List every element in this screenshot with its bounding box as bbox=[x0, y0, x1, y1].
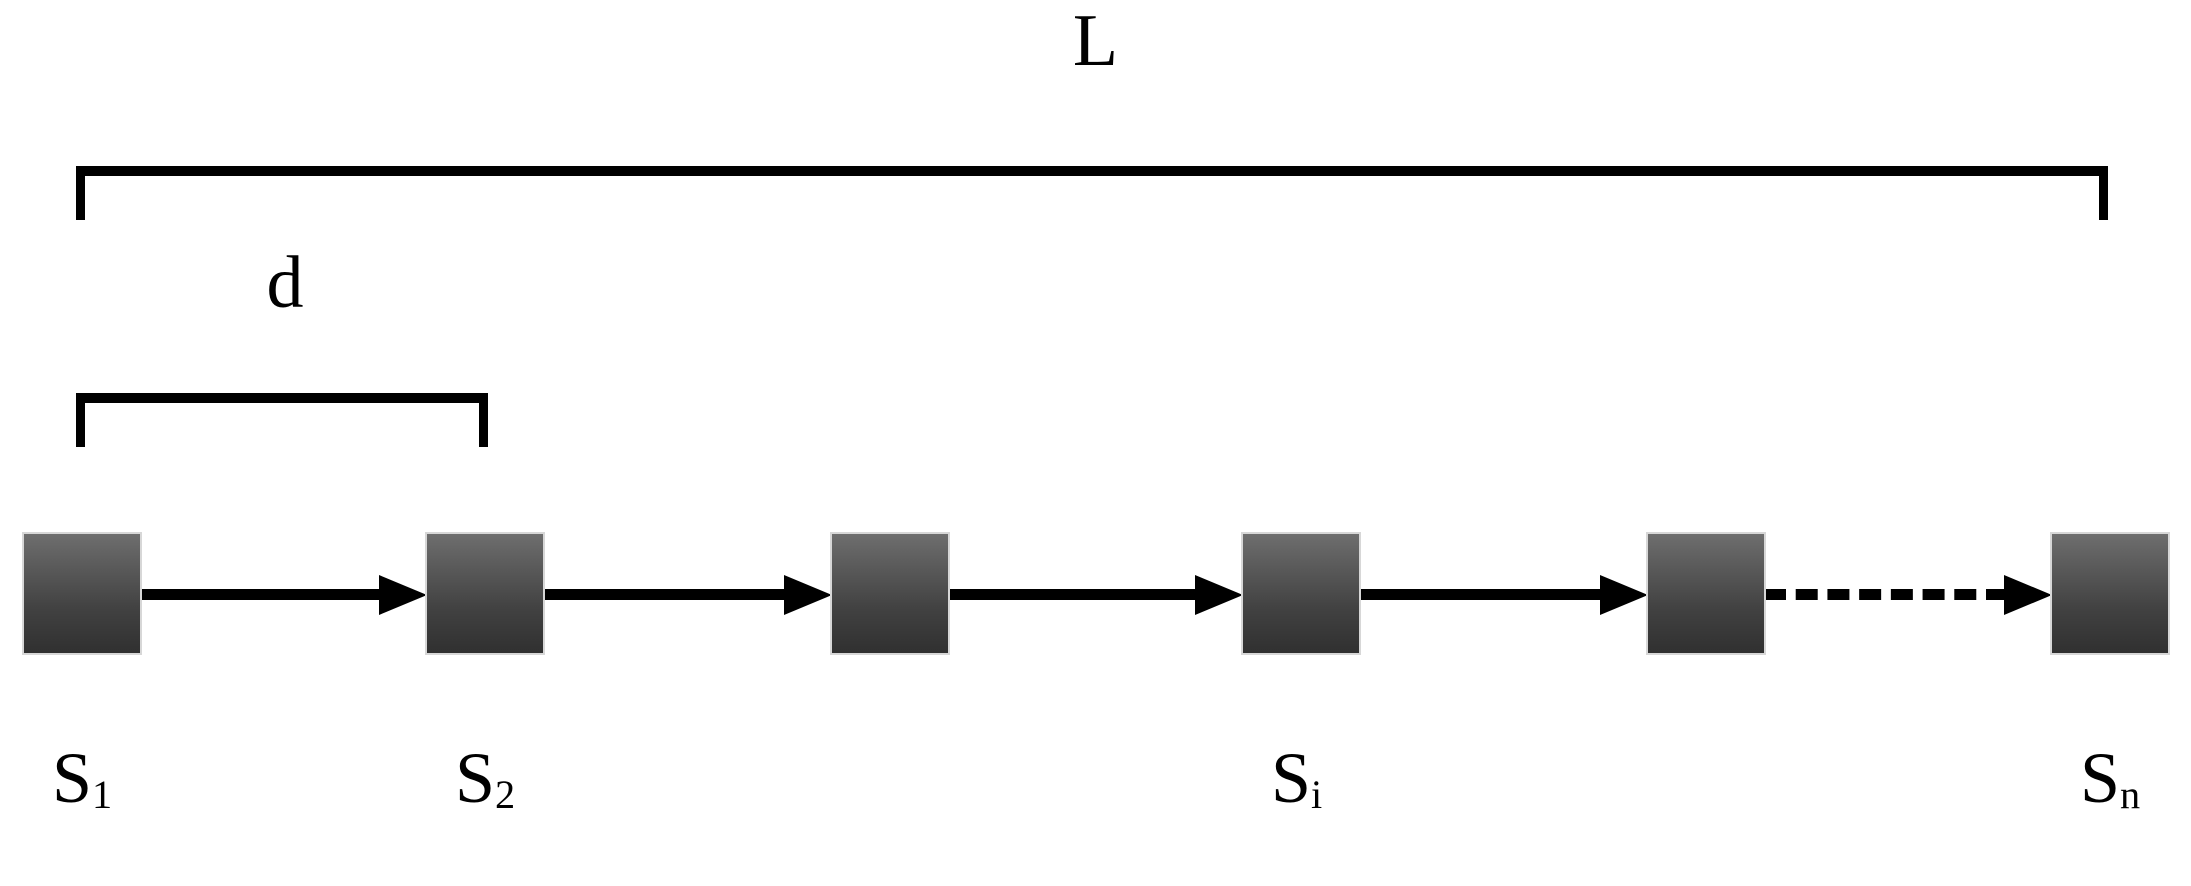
connector-shaft bbox=[1359, 589, 1604, 600]
connector-shaft bbox=[543, 589, 788, 600]
arrowhead-icon bbox=[2004, 575, 2052, 615]
node-caption-base: S bbox=[2080, 738, 2121, 818]
node-caption-base: S bbox=[1271, 738, 1312, 818]
dimension-bracket-total-length bbox=[76, 166, 2108, 220]
node-caption-s4: Si bbox=[1271, 742, 1323, 818]
connector-arrow-s3-to-s4 bbox=[948, 575, 1243, 615]
node-caption-subscript: 1 bbox=[92, 772, 113, 818]
connector-shaft bbox=[948, 589, 1199, 600]
node-caption-subscript: 2 bbox=[495, 772, 516, 818]
node-box-sn[interactable] bbox=[2052, 534, 2168, 653]
connector-arrow-s1-to-s2 bbox=[140, 575, 427, 615]
node-box-s1[interactable] bbox=[24, 534, 140, 653]
node-caption-base: S bbox=[455, 738, 496, 818]
arrowhead-icon bbox=[379, 575, 427, 615]
connector-shaft bbox=[140, 589, 383, 600]
node-caption-s1: S1 bbox=[52, 742, 113, 818]
node-box-s2[interactable] bbox=[427, 534, 543, 653]
dimension-label-total-length: L bbox=[1072, 0, 1119, 82]
node-box-s3[interactable] bbox=[832, 534, 948, 653]
connector-arrow-s2-to-s3 bbox=[543, 575, 832, 615]
node-caption-subscript: i bbox=[1311, 772, 1323, 818]
node-caption-base: S bbox=[52, 738, 93, 818]
connector-shaft bbox=[1764, 589, 2008, 600]
node-caption-s2: S2 bbox=[455, 742, 516, 818]
dimension-bracket-node-spacing bbox=[76, 393, 488, 447]
arrowhead-icon bbox=[784, 575, 832, 615]
arrowhead-icon bbox=[1600, 575, 1648, 615]
dimension-label-node-spacing: d bbox=[266, 242, 304, 324]
connector-arrow-s4-to-s5 bbox=[1359, 575, 1648, 615]
node-box-s5[interactable] bbox=[1648, 534, 1764, 653]
node-box-s4[interactable] bbox=[1243, 534, 1359, 653]
node-caption-subscript: n bbox=[2120, 772, 2141, 818]
arrowhead-icon bbox=[1195, 575, 1243, 615]
connector-arrow-s5-to-sn bbox=[1764, 575, 2052, 615]
node-caption-sn: Sn bbox=[2080, 742, 2141, 818]
